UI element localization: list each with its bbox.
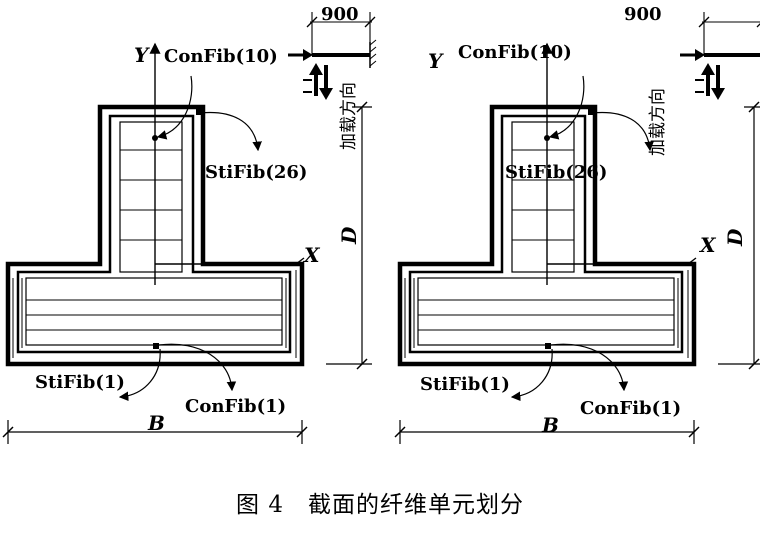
stifib-top-label-left: StiFib(26) <box>205 162 307 183</box>
confib-top-label-right: ConFib(10) <box>458 42 572 63</box>
dim-b-label-left: B <box>147 411 165 435</box>
load-direction-label-left: 加载方向 <box>339 82 359 150</box>
dim-900-label-right: 900 <box>624 4 662 25</box>
confib-top-label-left: ConFib(10) <box>164 46 278 67</box>
dim-d-label-left: D <box>337 226 361 245</box>
axis-x-label-left: X <box>302 243 321 267</box>
load-direction-label-right: 加载方向 <box>648 88 668 156</box>
dim-b-label-right: B <box>541 413 559 437</box>
axis-y-label-right: Y <box>428 49 444 73</box>
confib-bottom-label-right: ConFib(1) <box>580 398 681 419</box>
axis-y-label-left: Y <box>134 43 150 67</box>
stifib-bottom-label-left: StiFib(1) <box>35 372 125 393</box>
stifib-top-label-right: StiFib(26) <box>505 162 607 183</box>
labels-left: Y ConFib(10) StiFib(26) X StiFib(1) ConF… <box>35 4 361 435</box>
dim-d-label-right: D <box>723 228 747 247</box>
confib-bottom-label-left: ConFib(1) <box>185 396 286 417</box>
stifib-bottom-label-right: StiFib(1) <box>420 374 510 395</box>
dim-900-label-left: 900 <box>321 4 359 25</box>
axis-x-label-right: X <box>698 233 717 257</box>
labels-right: Y ConFib(10) StiFib(26) X StiFib(1) ConF… <box>420 4 747 437</box>
figure-caption: 图 4 截面的纤维单元划分 <box>236 492 524 518</box>
